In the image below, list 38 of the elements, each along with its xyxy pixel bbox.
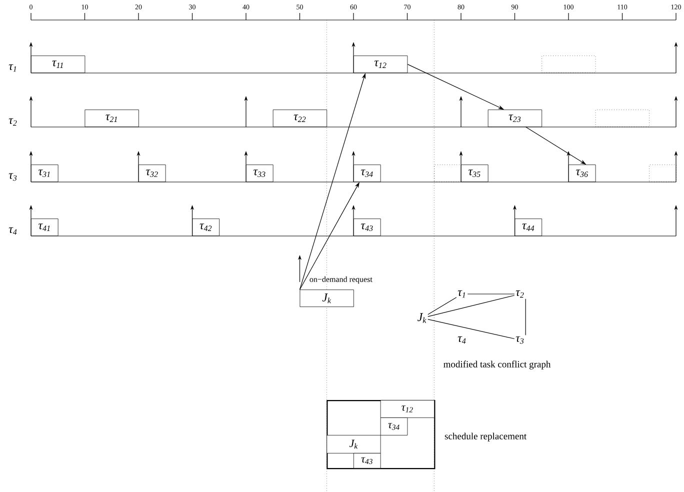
schedule-cell: τ$_{34}$ (380, 418, 408, 436)
graph-vertex: τ$_{4}$ (458, 336, 466, 344)
request-label: on−demand request (308, 276, 373, 284)
schedule-cell: τ$_{12}$ (380, 400, 435, 418)
job-box: J$_{k}$ (300, 290, 354, 307)
conflict-edge (525, 298, 526, 336)
conflict-edge (428, 295, 515, 317)
task-box: τ$_{12}$ (354, 56, 408, 73)
graph-vertex: τ$_{2}$ (514, 289, 526, 299)
task-box: τ$_{36}$ (568, 164, 596, 182)
task-box: τ$_{23}$ (488, 110, 542, 127)
row-label: τ$_{1}$ (8, 64, 16, 72)
row-label: τ$_{4}$ (8, 227, 17, 235)
task-box: τ$_{33}$ (246, 164, 274, 182)
caption-text: schedule replacement (444, 432, 527, 442)
schedule-cell: τ$_{43}$ (354, 453, 381, 468)
graph-vertex: τ$_{1}$ (456, 289, 468, 299)
row-label: τ$_{2}$ (8, 118, 17, 126)
caption-text: modified task conflict graph (444, 360, 551, 370)
task-box: τ$_{41}$ (31, 218, 58, 236)
task-box: τ$_{31}$ (31, 164, 58, 182)
empty-slot-box (649, 164, 676, 182)
graph-vertex: J$_{k}$ (416, 312, 428, 324)
conflict-edge (428, 297, 457, 315)
task-box: τ$_{42}$ (192, 218, 220, 236)
task-box: τ$_{34}$ (354, 164, 381, 182)
empty-slot-box (542, 56, 596, 73)
task-box: τ$_{43}$ (354, 218, 381, 236)
row-label: τ$_{3}$ (8, 173, 17, 181)
graph-vertex: τ$_{3}$ (514, 335, 526, 345)
empty-slot-box (595, 110, 650, 127)
task-box: τ$_{21}$ (84, 110, 139, 127)
task-box: τ$_{22}$ (272, 110, 328, 127)
conflict-edge (428, 319, 515, 340)
task-box: τ$_{44}$ (514, 218, 542, 236)
task-box: τ$_{11}$ (31, 56, 86, 73)
task-box: τ$_{35}$ (461, 164, 488, 182)
task-box: τ$_{32}$ (138, 164, 166, 182)
